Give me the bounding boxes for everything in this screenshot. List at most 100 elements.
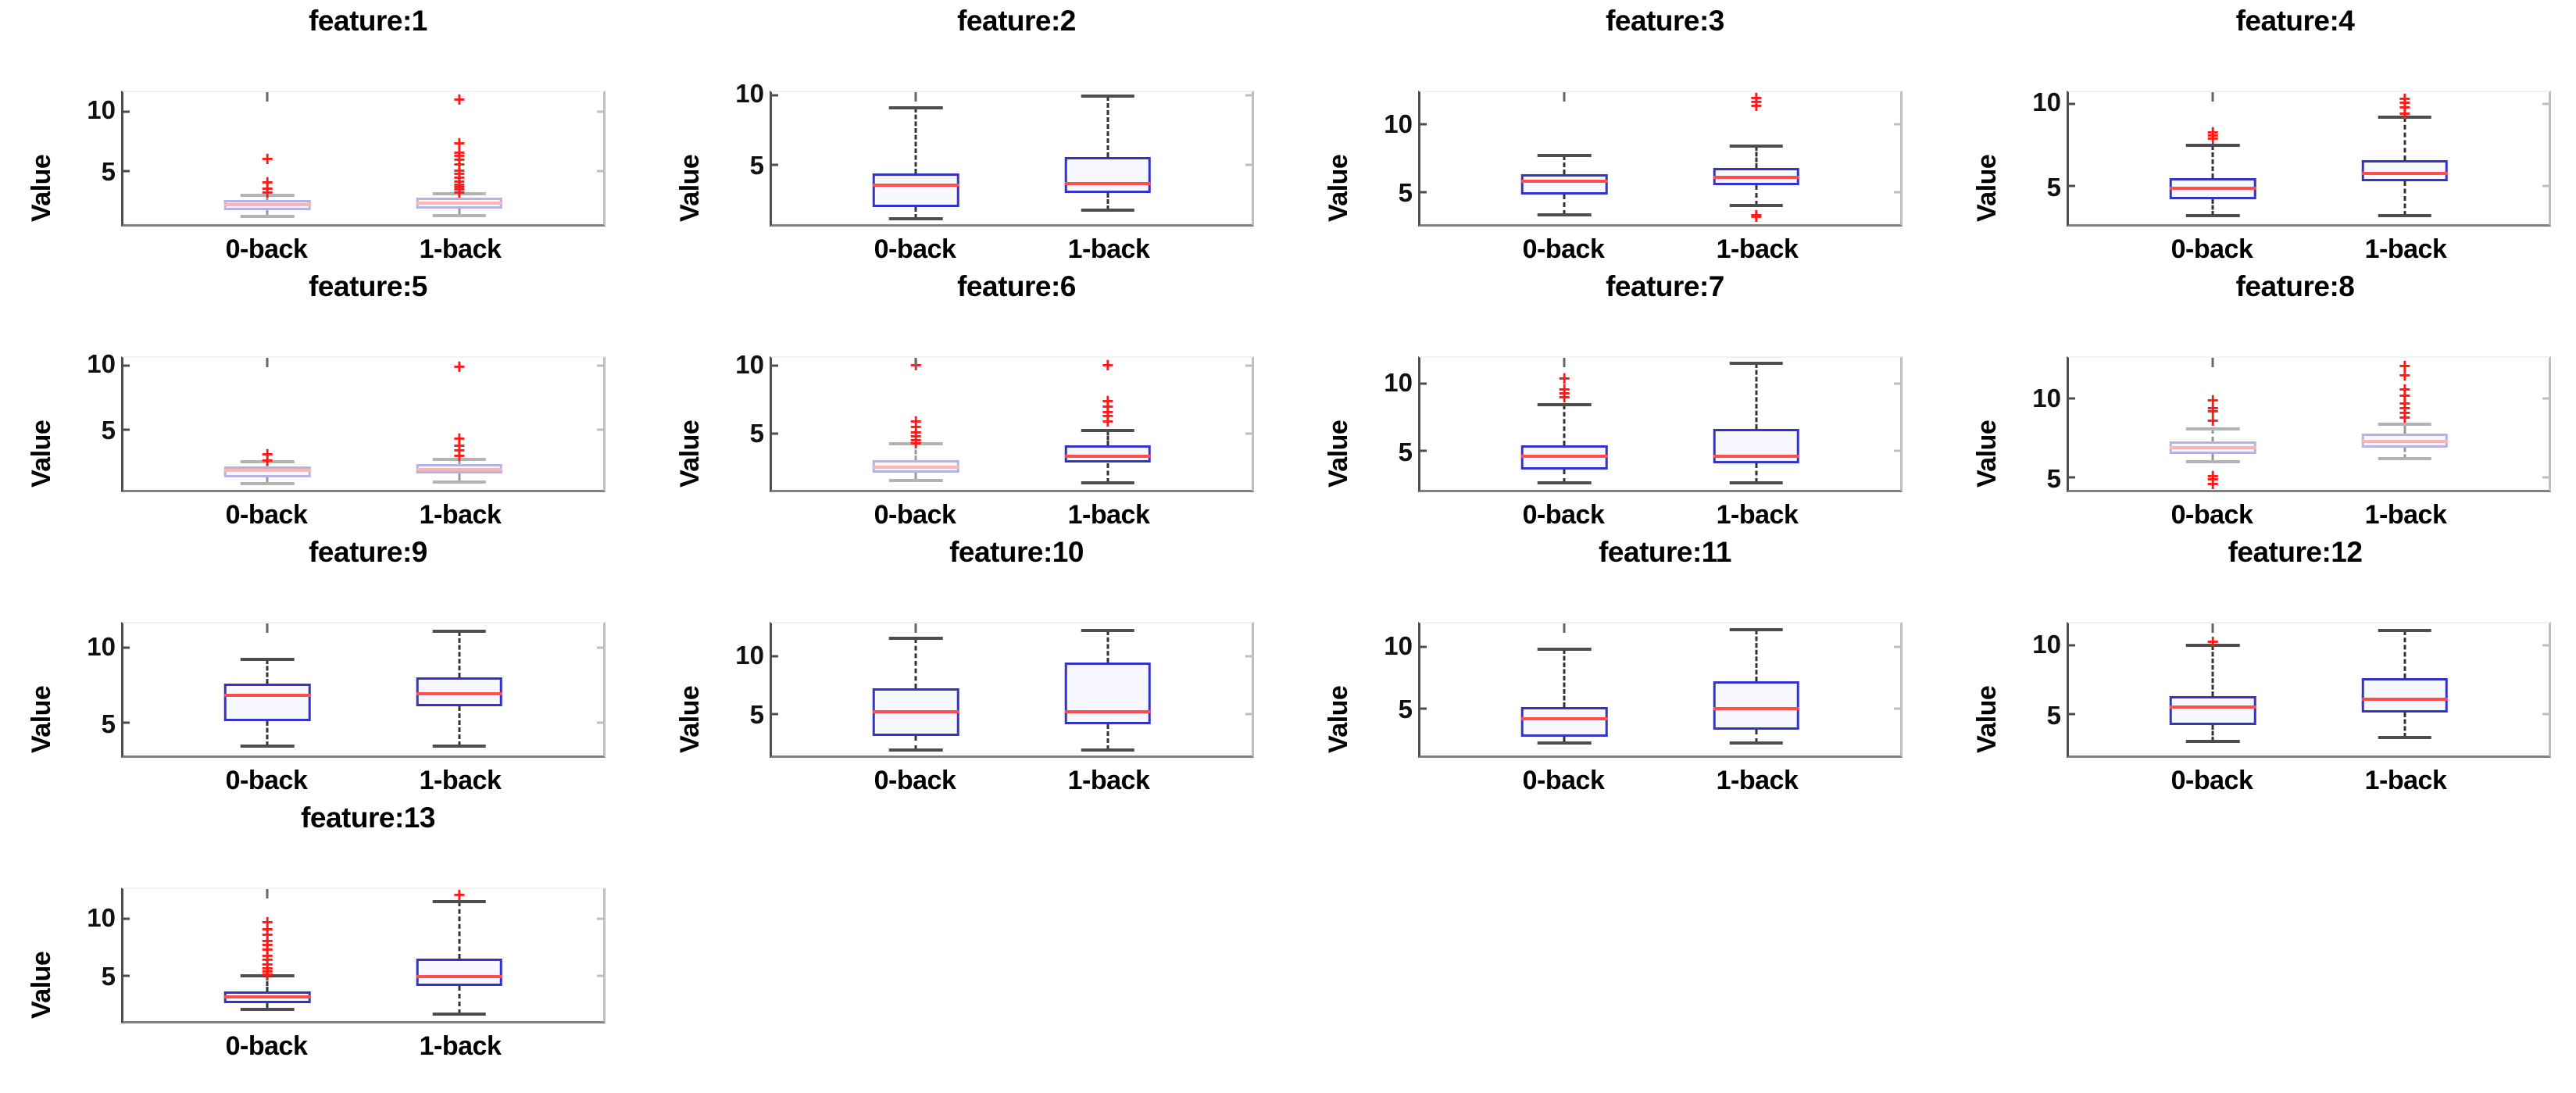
x-tick-label-2: 1-back <box>1716 766 1799 795</box>
plot-axes: +++++++ <box>121 356 606 492</box>
x-tick-label-1: 0-back <box>1522 766 1605 795</box>
whisker-lower <box>2211 199 2214 216</box>
y-tick-label: 5 <box>2046 172 2061 202</box>
whisker-upper <box>458 459 461 465</box>
cap-upper <box>1729 627 1784 631</box>
whisker-upper <box>1563 649 1566 708</box>
y-tick-label: 5 <box>1398 695 1413 724</box>
panel-title: feature:3 <box>1606 5 1724 37</box>
y-tick-mark <box>123 721 130 724</box>
cap-upper <box>1729 361 1784 365</box>
cap-lower <box>888 478 943 482</box>
cap-lower <box>2378 456 2432 460</box>
subplot-13: feature:13Value+++++++++++++5100-back1-b… <box>0 797 648 1063</box>
whisker-lower <box>1755 184 1758 205</box>
y-tick-mark-right <box>2542 476 2549 479</box>
x-tick-label-2: 1-back <box>1067 234 1150 264</box>
x-tick-label-1: 0-back <box>874 234 956 264</box>
cap-lower <box>240 745 295 748</box>
whisker-lower <box>1563 737 1566 744</box>
y-tick-mark <box>2068 184 2075 188</box>
y-tick-mark <box>2068 476 2075 479</box>
cap-lower <box>2378 214 2432 218</box>
x-tick-label-2: 1-back <box>419 500 502 530</box>
cap-lower <box>432 1013 487 1016</box>
top-tick-stub <box>2211 92 2214 102</box>
y-tick-mark-right <box>1894 645 1901 648</box>
whisker-upper <box>1106 630 1109 663</box>
plot-area: + <box>2068 623 2549 755</box>
plot-area <box>771 623 1252 755</box>
whisker-lower <box>2211 453 2214 462</box>
cap-lower <box>240 215 295 218</box>
box <box>416 958 503 986</box>
y-tick-mark-right <box>1894 382 1901 385</box>
y-tick-mark-right <box>1245 364 1252 367</box>
y-tick-label: 5 <box>749 700 764 730</box>
y-tick-mark-right <box>597 974 604 977</box>
y-tick-label: 5 <box>101 157 116 187</box>
whisker-upper <box>458 902 461 959</box>
box <box>1064 445 1152 463</box>
whisker-lower <box>458 985 461 1015</box>
whisker-lower <box>1563 195 1566 215</box>
y-tick-mark <box>1420 707 1427 710</box>
y-tick-mark <box>123 974 130 977</box>
subplot-1: feature:1Value++++++++++++++++++5100-bac… <box>0 0 648 266</box>
plot-area: +++++ <box>1420 88 1901 227</box>
whisker-lower <box>458 209 461 216</box>
cap-lower <box>888 216 943 220</box>
whisker-lower <box>1755 463 1758 484</box>
y-tick-mark-right <box>597 917 604 920</box>
median-line <box>872 709 959 713</box>
x-tick-label-1: 0-back <box>225 234 308 264</box>
whisker-upper <box>266 461 269 467</box>
y-tick-mark-right <box>1245 163 1252 166</box>
whisker-lower <box>1755 729 1758 744</box>
y-tick-label: 10 <box>2032 630 2061 659</box>
whisker-upper <box>1563 155 1566 175</box>
whisker-lower <box>1106 193 1109 210</box>
y-tick-mark <box>771 94 778 97</box>
x-tick-label-1: 0-back <box>1522 500 1605 530</box>
box <box>1064 156 1152 194</box>
whisker-upper <box>2403 630 2406 679</box>
cap-lower <box>2185 459 2240 463</box>
y-tick-mark-right <box>597 721 604 724</box>
median-line <box>2361 697 2449 701</box>
cap-lower <box>432 745 487 748</box>
median-line <box>2361 439 2449 443</box>
panel-title: feature:11 <box>1599 536 1731 568</box>
plot-area: +++++++++++++ <box>123 884 604 1021</box>
y-tick-mark-right <box>2542 397 2549 400</box>
whisker-lower <box>914 472 917 480</box>
y-tick-label: 5 <box>1398 437 1413 466</box>
whisker-lower <box>1563 470 1566 484</box>
box <box>872 173 959 208</box>
cap-upper <box>432 900 487 904</box>
cap-lower <box>240 481 295 485</box>
whisker-lower <box>266 720 269 747</box>
y-tick-mark <box>2068 713 2075 716</box>
y-tick-mark-right <box>597 646 604 649</box>
y-tick-mark-right <box>597 428 604 431</box>
whisker-upper <box>458 193 461 198</box>
median-line <box>2169 705 2256 709</box>
cap-upper <box>432 191 487 195</box>
cap-upper <box>2185 143 2240 147</box>
panel-title: feature:6 <box>957 270 1076 302</box>
panel-title: feature:7 <box>1606 270 1724 302</box>
median-line <box>1713 454 1800 458</box>
whisker-upper <box>2211 145 2214 178</box>
y-tick-mark <box>771 432 778 435</box>
median-line <box>1064 454 1152 458</box>
y-tick-mark <box>123 917 130 920</box>
whisker-upper <box>266 195 269 201</box>
panel-title: feature:12 <box>2228 536 2363 568</box>
top-tick-stub <box>266 623 269 633</box>
